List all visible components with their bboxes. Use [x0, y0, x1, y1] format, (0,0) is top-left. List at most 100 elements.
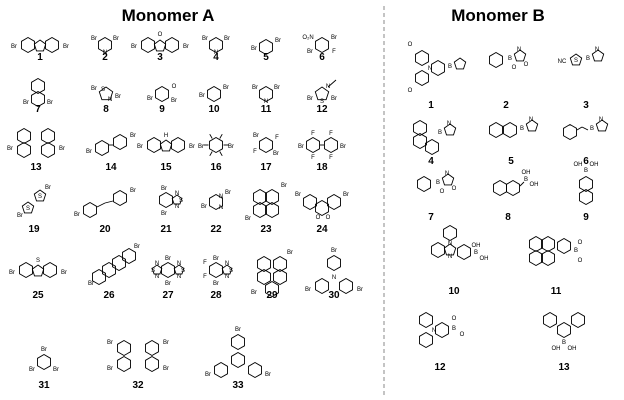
atom-label-b: B: [436, 180, 440, 186]
ring-shape: [513, 49, 527, 62]
compound-number: 7: [428, 212, 434, 223]
atom-label-br: Br: [235, 327, 241, 333]
atom-label-br: Br: [274, 85, 280, 91]
atom-label-n: N: [448, 241, 452, 247]
ring-shape: [145, 355, 159, 373]
ring-shape: [257, 268, 271, 286]
atom-label-s: S: [574, 58, 578, 64]
atom-label-nh: H: [164, 133, 168, 139]
ring-shape: [21, 201, 35, 214]
ring-shape: [159, 139, 173, 152]
ring-shape: [419, 311, 433, 329]
ring-shape: [209, 193, 223, 211]
atom-label-br: Br: [171, 98, 177, 104]
ring-shape: [563, 123, 577, 141]
atom-label-br: Br: [251, 46, 257, 52]
atom-label-oh: OH: [472, 243, 481, 249]
bond-line: [519, 181, 525, 187]
ring-shape: [31, 264, 45, 277]
ring-shape: [253, 188, 267, 206]
atom-label-br: Br: [47, 100, 53, 106]
compound-number: 17: [260, 162, 272, 173]
atom-label-br: Br: [343, 192, 349, 198]
ring-shape: [253, 201, 267, 219]
atom-label-s: S: [26, 206, 30, 212]
compound-number: 6: [583, 156, 589, 167]
atom-label-n: N: [428, 66, 432, 72]
atom-label-n: N: [225, 274, 229, 280]
atom-label-br: Br: [224, 36, 230, 42]
atom-label-br: Br: [305, 287, 311, 293]
atom-label-f: F: [332, 49, 336, 55]
ring-shape: [43, 261, 57, 279]
compound-number: 14: [105, 162, 117, 173]
bond-line: [209, 133, 213, 139]
atom-label-br: Br: [45, 185, 51, 191]
atom-label-n: N: [517, 47, 521, 53]
ring-shape: [259, 38, 273, 56]
ring-shape: [257, 255, 271, 273]
compound-b-4: BN4: [413, 119, 457, 167]
atom-label-br: Br: [198, 144, 204, 150]
ring-shape: [17, 141, 31, 159]
atom-label-n: N: [529, 117, 533, 123]
atom-label-br: Br: [225, 190, 231, 196]
atom-label-b: B: [584, 168, 588, 174]
compound-number: 27: [162, 290, 174, 301]
ring-shape: [315, 277, 329, 295]
ring-shape: [17, 127, 31, 145]
ring-shape: [214, 361, 228, 379]
atom-label-br: Br: [130, 133, 136, 139]
ring-shape: [98, 86, 114, 101]
atom-label-br: Br: [63, 44, 69, 50]
atom-label-f: F: [253, 149, 257, 155]
atom-label-n: N: [175, 204, 179, 210]
bond-line: [219, 133, 223, 139]
ring-shape: [122, 247, 136, 265]
ring-shape: [431, 241, 445, 259]
ring-shape: [31, 77, 45, 95]
compound-number: 3: [157, 52, 163, 63]
atom-label-br: Br: [163, 366, 169, 372]
atom-label-oh: OH: [590, 162, 599, 168]
compound-number: 29: [266, 290, 278, 301]
atom-label-n: N: [219, 205, 223, 211]
ring-shape: [117, 339, 131, 357]
atom-label-s: S: [101, 87, 105, 93]
atom-label-br: Br: [331, 96, 337, 102]
ring-shape: [306, 136, 320, 154]
ring-shape: [145, 339, 159, 357]
atom-label-oh: OH: [552, 346, 561, 352]
compound-number: 5: [263, 52, 269, 63]
ring-shape: [151, 264, 163, 275]
compound-number: 4: [213, 52, 219, 63]
atom-label-br: Br: [252, 85, 258, 91]
ring-shape: [431, 59, 445, 77]
atom-label-b: B: [452, 326, 456, 332]
atom-label-b: B: [574, 248, 578, 254]
ring-shape: [525, 119, 539, 132]
atom-label-br: Br: [11, 44, 17, 50]
ring-shape: [339, 277, 353, 295]
atom-label-n: N: [177, 274, 181, 280]
ring-shape: [171, 136, 185, 154]
panel-a-title: Monomer A: [122, 6, 215, 25]
ring-shape: [98, 36, 112, 54]
ring-shape: [557, 237, 571, 255]
ring-shape: [165, 36, 179, 54]
ring-shape: [209, 36, 223, 54]
ring-shape: [415, 69, 429, 87]
compound-number: 11: [261, 104, 272, 115]
